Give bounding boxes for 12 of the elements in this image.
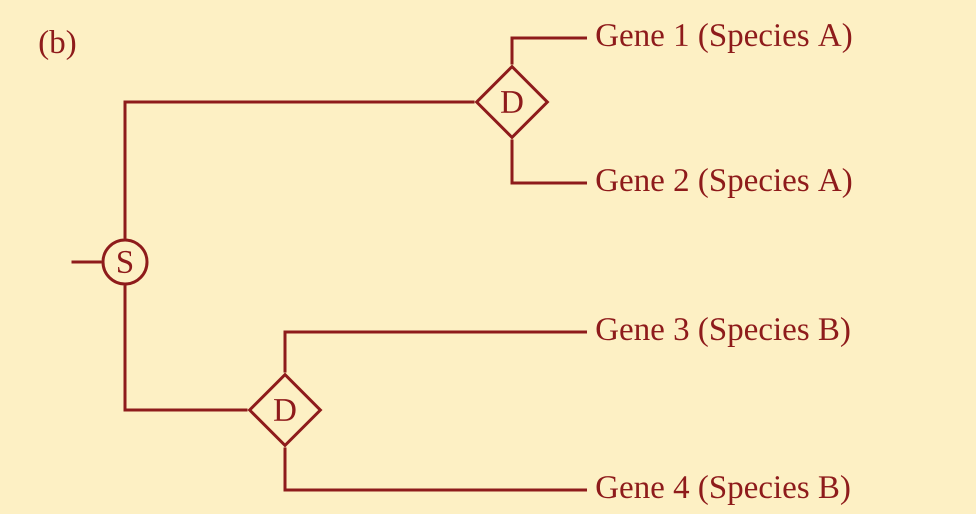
gene-label: Gene 2 (Species A) [596,168,852,198]
gene-label: Gene 4 (Species B) [596,475,850,505]
gene-label: Gene 3 (Species B) [596,317,850,347]
tree-branch [510,36,587,64]
tree-branch [124,286,248,412]
tree-branch [124,100,474,238]
tree-branch [510,140,587,184]
tree-branch [284,448,587,492]
tree-branch [284,330,587,372]
tree-branch [72,260,102,264]
gene-label: Gene 1 (Species A) [596,23,852,53]
panel-letter: (b) [40,30,76,60]
